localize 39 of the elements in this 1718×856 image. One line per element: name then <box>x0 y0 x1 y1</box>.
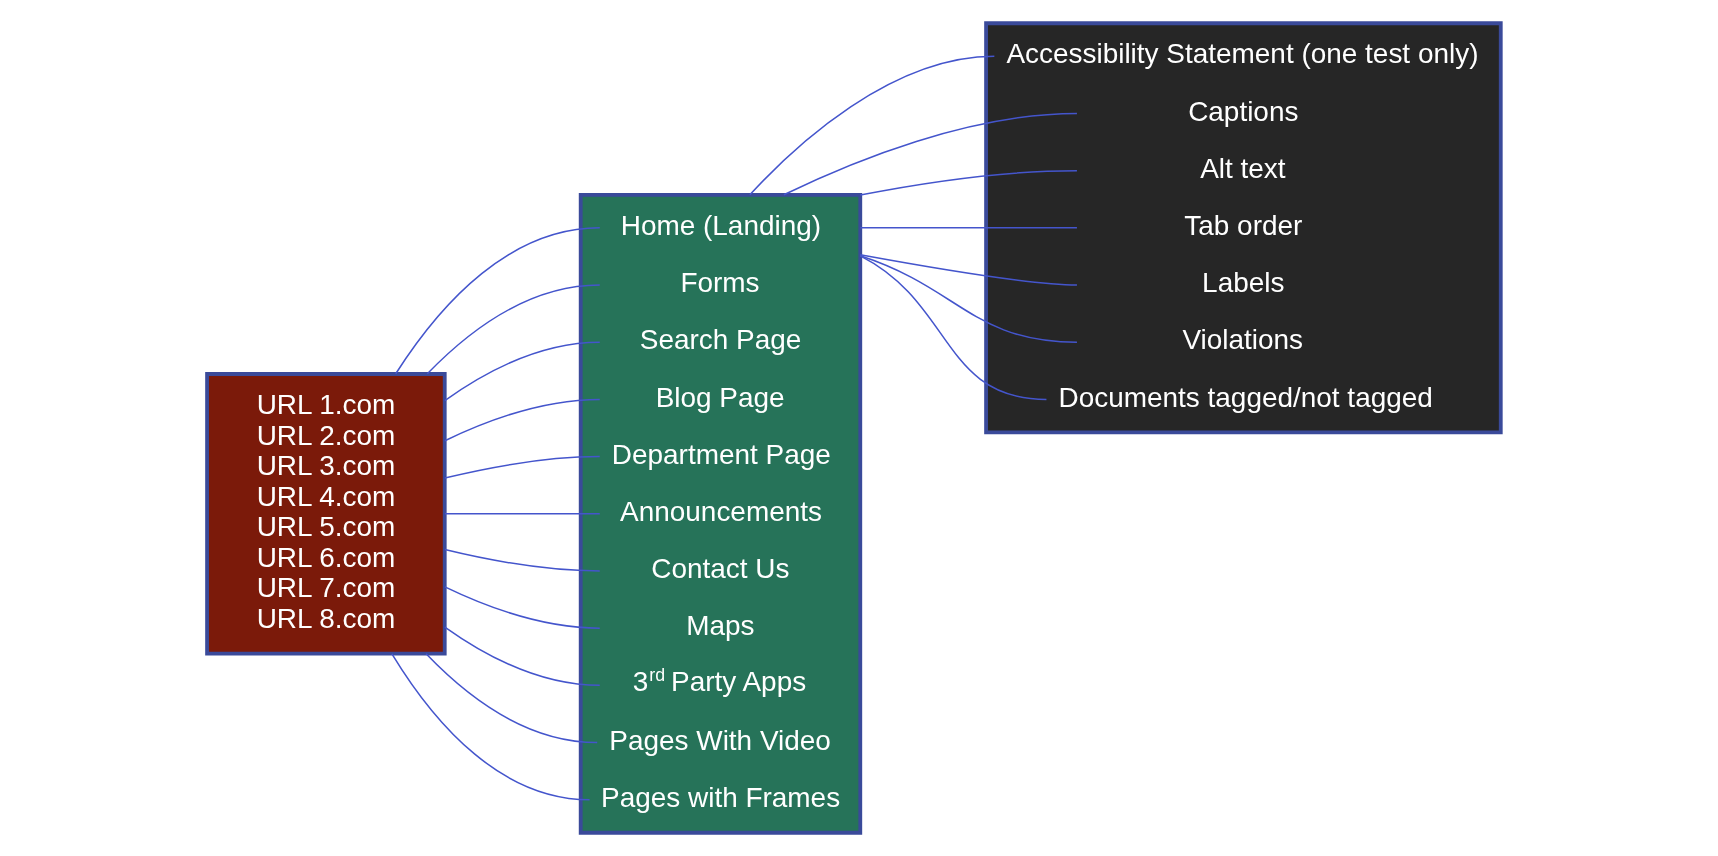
node-box: URL 1.com URL 2.com URL 3.com URL 4.com URL 5.com URL 6.com URL 7.com URL 8.com <box>205 372 447 656</box>
connector <box>444 398 601 442</box>
connector <box>444 341 601 402</box>
node-text: Accessibility Statement (one test only) <box>1006 38 1479 70</box>
connector <box>859 255 1078 343</box>
connector <box>425 653 598 744</box>
connector <box>444 513 601 515</box>
connector <box>859 169 1078 196</box>
node-text: Pages With Video <box>609 724 831 756</box>
node-text: Pages with Frames <box>601 781 841 813</box>
node-text: Maps <box>686 610 755 642</box>
node-text: Labels <box>1202 267 1285 299</box>
connector <box>444 455 601 479</box>
connector <box>783 112 1078 196</box>
node-text: Tab order <box>1184 209 1303 241</box>
connector <box>444 586 601 629</box>
connector <box>859 255 1048 401</box>
connector <box>444 548 601 572</box>
node-text: Alt text <box>1200 152 1286 184</box>
node-text: Blog Page <box>655 381 785 413</box>
node-text: Documents tagged/not tagged <box>1058 381 1433 413</box>
node-text: Home (Landing) <box>620 209 822 241</box>
node-text: Contact Us <box>651 553 790 585</box>
connector <box>426 284 601 375</box>
connector <box>749 55 996 196</box>
node-text: Department Page <box>611 438 831 470</box>
node-text: Captions <box>1188 95 1299 127</box>
connector <box>395 227 601 375</box>
node-text: Search Page <box>639 324 802 356</box>
connector <box>859 254 1078 286</box>
node-text: 3$^{rd}$ Party Apps <box>632 665 807 698</box>
node-text: Violations <box>1182 324 1304 356</box>
cluster <box>984 21 1503 435</box>
node-text: Forms <box>680 267 760 299</box>
connector <box>444 626 601 687</box>
node-text: Announcements <box>620 495 822 527</box>
connector <box>859 227 1078 229</box>
connector <box>391 653 591 801</box>
cluster <box>578 192 863 835</box>
